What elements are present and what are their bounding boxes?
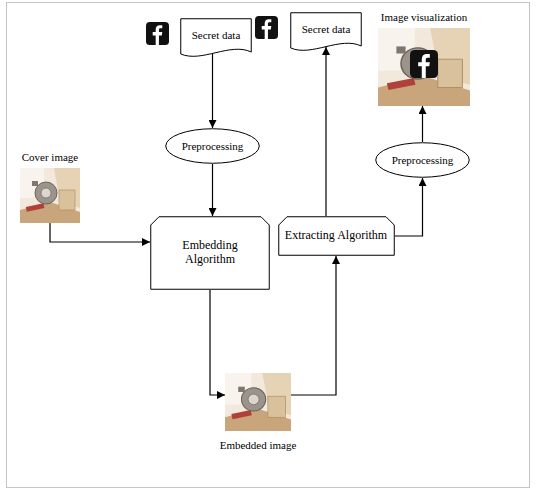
text-holder: Secret data [290,12,362,54]
flow-arrow [325,47,326,216]
algorithm-box: Embedding Algorithm [150,216,270,290]
text-holder: Preprocessing [165,128,260,164]
node-label: Embedding Algorithm [170,239,250,267]
algorithm-box: Extracting Algorithm [278,216,395,256]
flow-arrow [291,256,336,395]
flow-arrow [212,164,213,216]
cover-photo [20,168,80,223]
document-shape: Secret data [180,18,252,60]
node-label: Preprocessing [182,140,244,153]
text-holder: Image visualization [381,7,467,25]
text-holder: Embedded image [220,435,297,453]
node-label: Preprocessing [392,154,454,167]
text-holder: Cover image [22,147,79,165]
flow-arrow [395,178,423,236]
process-ellipse: Preprocessing [165,128,260,164]
image-caption: Embedded image [220,439,297,452]
text-holder: Embedding Algorithm [150,216,270,290]
text-holder: Extracting Algorithm [278,216,395,256]
image-caption: Image visualization [381,11,467,24]
flow-arrow [422,106,423,142]
image-caption: Cover image [22,151,79,164]
node-label: Extracting Algorithm [285,229,387,243]
flow-arrow [50,223,150,242]
visualization-photo [378,28,470,106]
node-label: Secret data [192,29,241,42]
flow-arrow [210,290,225,395]
facebook-icon [255,16,278,39]
flow-arrow [212,53,213,128]
document-shape: Secret data [290,12,362,54]
process-ellipse: Preprocessing [375,142,470,178]
embedded-photo [225,373,291,431]
node-label: Secret data [302,23,351,36]
image-node: Cover image [20,168,80,223]
text-holder: Preprocessing [375,142,470,178]
facebook-icon [146,22,169,45]
text-holder: Secret data [180,18,252,60]
figure-frame [7,3,530,488]
image-node: Embedded image [225,373,291,431]
facebook-icon [410,50,438,78]
image-node: Image visualization [378,28,470,106]
